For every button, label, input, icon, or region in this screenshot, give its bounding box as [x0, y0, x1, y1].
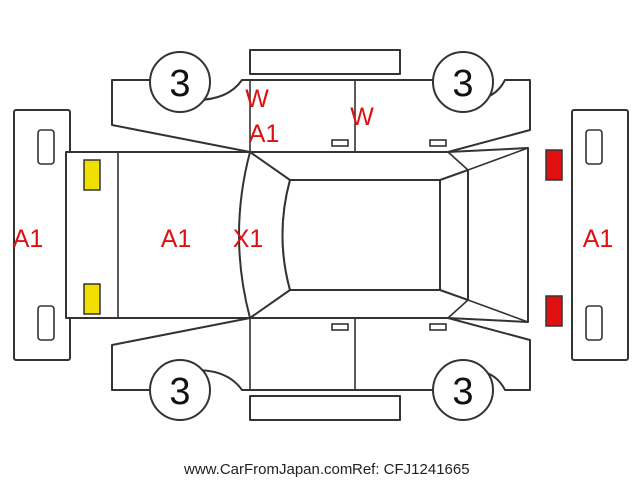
wheel-front-left-mark: 3 — [169, 63, 190, 105]
rear-bumper-mark: A1 — [583, 225, 614, 253]
rear-bumper — [571, 109, 629, 361]
rear-lamp-bottom — [545, 295, 563, 327]
left-pillar-top-mark: W — [245, 85, 269, 113]
rear-window — [439, 169, 469, 301]
front-lamp-bottom — [83, 283, 101, 315]
wheel-front-left: 3 — [149, 51, 211, 113]
left-pillar-bottom-mark: A1 — [249, 120, 280, 148]
roof — [281, 179, 441, 291]
top-view-body — [65, 147, 529, 323]
wheel-rear-left-mark: 3 — [452, 63, 473, 105]
front-lamps — [83, 159, 101, 315]
footer-site: www.CarFromJapan.com — [183, 461, 352, 478]
footer-ref: Ref: CFJ1241665 — [352, 461, 470, 478]
wheel-front-right-mark: 3 — [169, 371, 190, 413]
rear-lamp-top — [545, 149, 563, 181]
front-lamp-top — [83, 159, 101, 191]
left-door-mark: W — [350, 103, 374, 131]
front-bumper-mark: A1 — [13, 225, 44, 253]
rear-lamps — [545, 149, 563, 327]
wheel-rear-right: 3 — [432, 359, 494, 421]
wheel-rear-right-mark: 3 — [452, 371, 473, 413]
windshield-mark: X1 — [233, 225, 264, 253]
wheel-front-right: 3 — [149, 359, 211, 421]
wheel-rear-left: 3 — [432, 51, 494, 113]
hood-mark: A1 — [161, 225, 192, 253]
